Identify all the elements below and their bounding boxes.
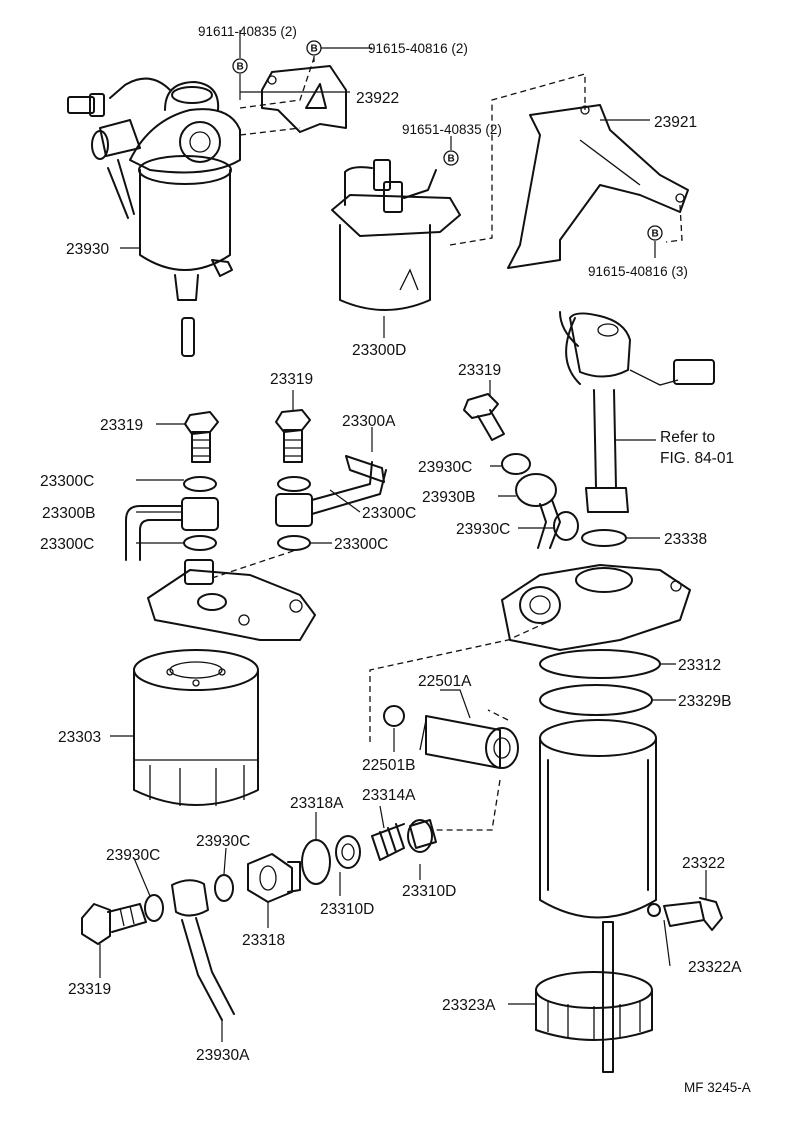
callout-23930C-3: 23930C (196, 833, 250, 850)
callout-23300D: 23300D (352, 342, 406, 359)
callout-fig-ref: FIG. 84-01 (660, 450, 734, 467)
washer-23930C-4 (214, 874, 234, 902)
o-ring-23312 (539, 649, 661, 679)
pipe-23300A (275, 455, 387, 527)
callout-23314A: 23314A (362, 787, 416, 804)
callout-23318: 23318 (242, 932, 285, 949)
callout-23310D-1: 23310D (402, 883, 456, 900)
bolt-mark-label: B (237, 62, 244, 73)
callout-91611-40835: 91611-40835 (2) (198, 24, 297, 39)
callout-23319-top: 23319 (270, 371, 313, 388)
fitting-23318 (247, 853, 301, 903)
bolt-mark-4: B (647, 225, 663, 241)
callout-23312: 23312 (678, 657, 721, 674)
callout-23319-bottom: 23319 (68, 981, 111, 998)
callout-23338: 23338 (664, 531, 707, 548)
filter-assembly-23930 (67, 77, 241, 357)
callout-23303: 23303 (58, 729, 101, 746)
bolt-mark-1: B (232, 58, 248, 74)
bolt-mark-label: B (448, 154, 455, 165)
bolt-mark-2: B (306, 40, 322, 56)
washer-23300C-2 (183, 535, 217, 551)
washer-23930C-3 (144, 894, 164, 922)
washer-23300C-3 (277, 476, 311, 492)
callout-23930C-2: 23930C (456, 521, 510, 538)
drain-plug-23322 (663, 897, 723, 931)
callout-23300A: 23300A (342, 413, 396, 430)
bolt-mark-label: B (311, 44, 318, 55)
callout-23319-left: 23319 (100, 417, 143, 434)
washer-23930C-1 (501, 453, 531, 475)
callout-22501B: 22501B (362, 757, 415, 774)
plug-23310D-left (335, 835, 361, 869)
filter-bowl (539, 719, 657, 1073)
callout-23930A: 23930A (196, 1047, 250, 1064)
ring-nut-23323A (535, 971, 653, 1041)
washer-23300C-4 (277, 535, 311, 551)
callout-23300B: 23300B (42, 505, 95, 522)
callout-23930B: 23930B (422, 489, 475, 506)
filter-23300D (331, 159, 461, 311)
callout-refer-to: Refer to (660, 429, 715, 446)
callout-22501A: 22501A (418, 673, 472, 690)
callout-23310D-2: 23310D (320, 901, 374, 918)
ring-23329B (539, 684, 653, 716)
callout-23930C-4: 23930C (106, 847, 160, 864)
union-bolt-23319-left (184, 411, 219, 463)
callout-23921: 23921 (654, 114, 697, 131)
callout-91615-40816-3: 91615-40816 (3) (588, 264, 688, 279)
bracket-23922 (261, 65, 347, 133)
o-ring-23338 (581, 529, 627, 547)
washer-23318A (301, 839, 331, 885)
callout-23329B: 23329B (678, 693, 731, 710)
element-22501A (419, 715, 519, 769)
callout-23300C-2: 23300C (40, 536, 94, 553)
callout-23300C-1: 23300C (40, 473, 94, 490)
washer-23930C-2 (553, 511, 579, 541)
callout-23322A: 23322A (688, 959, 742, 976)
union-bolt-23319-right (463, 393, 505, 441)
drawing-code: MF 3245-A (684, 1080, 751, 1095)
union-bolt-23319-top (275, 409, 311, 463)
spring-23314A (371, 823, 405, 861)
bolt-mark-3: B (443, 150, 459, 166)
callout-23318A: 23318A (290, 795, 344, 812)
gasket-23322A (647, 903, 661, 917)
callout-23922: 23922 (356, 90, 399, 107)
callout-23323A: 23323A (442, 997, 496, 1014)
pipe-23300B (125, 497, 219, 561)
sensor-assembly (559, 311, 715, 513)
callout-23300C-4: 23300C (334, 536, 388, 553)
pipe-23930A (171, 879, 235, 1021)
callout-23300C-3: 23300C (362, 505, 416, 522)
callout-91615-40816-2: 91615-40816 (2) (368, 41, 468, 56)
washer-22501B (383, 705, 405, 727)
bolt-mark-label: B (652, 229, 659, 240)
callout-23930: 23930 (66, 241, 109, 258)
callout-91651-40835: 91651-40835 (2) (402, 122, 502, 137)
filter-head-plate (147, 559, 316, 641)
bracket-23921 (507, 104, 689, 269)
pipe-23930B (515, 473, 561, 549)
callout-23322: 23322 (682, 855, 725, 872)
callout-23319-right: 23319 (458, 362, 501, 379)
washer-23300C-1 (183, 476, 217, 492)
filter-head-right (501, 564, 691, 651)
callout-23930C-1: 23930C (418, 459, 472, 476)
plug-23310D-right (407, 819, 437, 853)
cartridge-23303 (133, 649, 259, 806)
union-bolt-23319-bottom (81, 903, 147, 945)
